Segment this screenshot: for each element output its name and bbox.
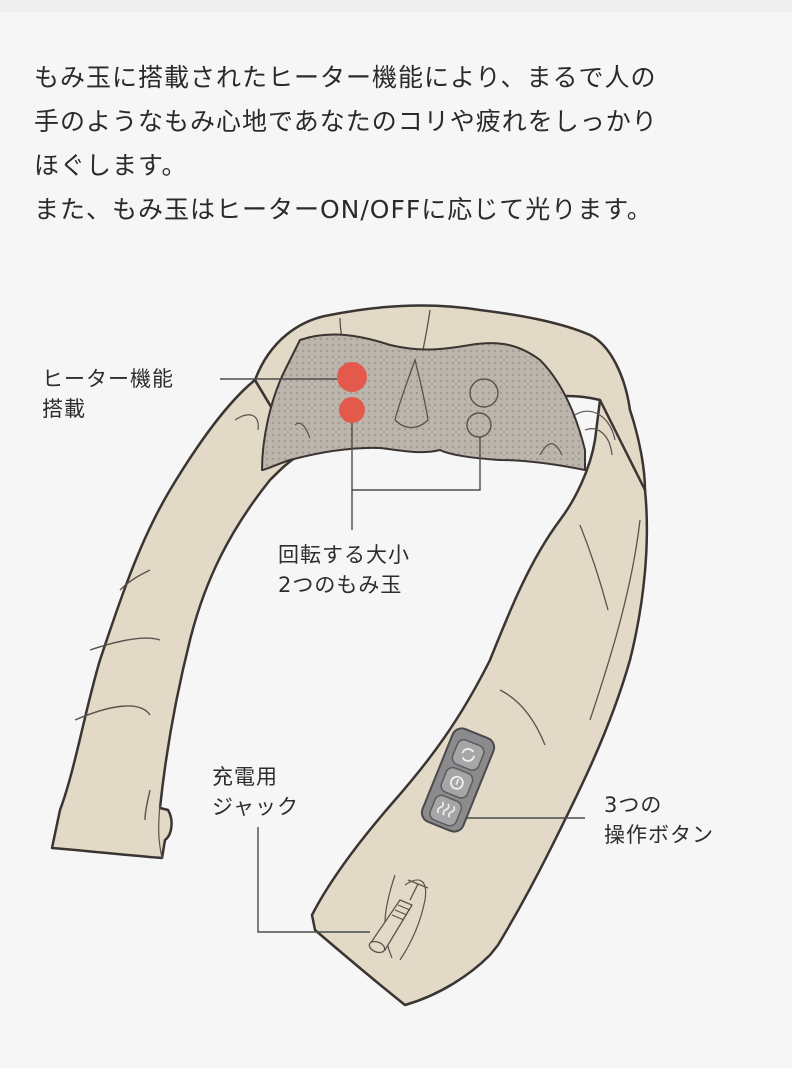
heater-ball-lower [339, 397, 365, 423]
callout-buttons: 3つの 操作ボタン [604, 790, 714, 850]
left-arm [50, 378, 302, 860]
callout-massage-balls-line1: 回転する大小 [278, 543, 410, 567]
leader-lines [220, 378, 585, 933]
intro-text: もみ玉に搭載されたヒーター機能により、まるで人の 手のようなもみ心地であなたのコ… [34, 56, 774, 232]
intro-line-3: ほぐします。 [34, 151, 188, 180]
intro-line-1: もみ玉に搭載されたヒーター機能により、まるで人の [34, 63, 657, 92]
heat-icon [429, 794, 463, 827]
callout-massage-balls: 回転する大小 2つのもみ玉 [278, 540, 410, 600]
ball-outline-lower [466, 412, 492, 438]
top-band [0, 0, 792, 12]
right-arm [310, 398, 649, 1007]
button-panel [420, 727, 496, 833]
callout-charging-jack: 充電用 ジャック [212, 762, 299, 822]
callout-heater-line1: ヒーター機能 [42, 367, 174, 391]
power-icon [440, 766, 474, 799]
intro-line-2: 手のようなもみ心地であなたのコリや疲れをしっかり [34, 107, 658, 136]
massage-balls [337, 362, 499, 438]
callout-heater: ヒーター機能 搭載 [42, 364, 174, 424]
intro-line-4: また、もみ玉はヒーターON/OFFに応じて光ります。 [34, 195, 653, 224]
callout-charging-jack-line2: ジャック [212, 795, 299, 819]
callout-buttons-line1: 3つの [604, 793, 663, 817]
callout-buttons-line2: 操作ボタン [604, 823, 714, 847]
rotate-icon [451, 739, 485, 771]
callout-massage-balls-line2: 2つのもみ玉 [278, 573, 403, 597]
callout-heater-line2: 搭載 [42, 397, 86, 421]
ball-outline-upper [469, 378, 499, 408]
callout-charging-jack-line1: 充電用 [212, 765, 278, 789]
heater-ball-upper [337, 362, 367, 392]
charging-jack [368, 879, 429, 954]
